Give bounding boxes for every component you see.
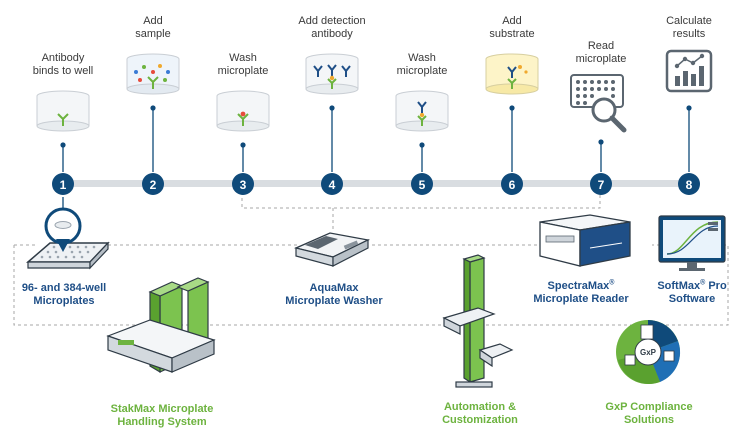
washer-icon	[293, 232, 371, 267]
step-number: 3	[240, 178, 247, 192]
step-number: 4	[329, 178, 336, 192]
step-number: 7	[598, 178, 605, 192]
step-label-line: antibody	[311, 28, 353, 40]
step-1-marker: 1	[52, 173, 74, 195]
step-4-marker: 4	[321, 173, 343, 195]
step-number: 5	[419, 178, 426, 192]
spectramax-reader-icon	[539, 214, 631, 267]
step-label-line: Read	[587, 40, 615, 52]
step-circles: 1 2 3 4 5 6 7 8	[52, 173, 700, 195]
gxp-badge: GxP	[640, 348, 657, 357]
step-label-line: results	[672, 28, 706, 40]
step-number: 2	[150, 178, 157, 192]
step-label-line: Antibody	[41, 52, 85, 64]
automation-arm-icon	[442, 254, 514, 388]
stakmax-label: StakMax Microplate Handling System	[110, 403, 214, 428]
softmax-label: SoftMax® Pro Software	[657, 279, 727, 305]
step-label-line: Wash	[229, 52, 257, 64]
well-step-6	[485, 53, 539, 95]
well-step-5	[395, 90, 449, 132]
step-label-line: microplate	[575, 53, 627, 65]
antibody-icon	[57, 113, 69, 126]
automation-label: Automation & Customization	[442, 401, 518, 426]
step-label-line: Add detection	[298, 15, 366, 27]
step-label-line: Calculate	[666, 15, 712, 27]
step-connectors	[62, 108, 690, 212]
timeline-bar	[62, 180, 690, 187]
step-3-marker: 3	[232, 173, 254, 195]
well-step-2	[126, 53, 180, 95]
step-5-marker: 5	[411, 173, 433, 195]
connector-dots	[60, 105, 692, 148]
step-number: 8	[686, 178, 693, 192]
microplates-label: 96- and 384-well Microplates	[21, 282, 107, 307]
step-label-line: microplate	[217, 65, 269, 77]
step-label-line: Add	[502, 15, 522, 27]
well-step-4	[305, 53, 359, 95]
step-2-marker: 2	[142, 173, 164, 195]
gxp-label: GxP Compliance Solutions	[605, 401, 693, 426]
step-number: 6	[509, 178, 516, 192]
step-label-line: Add	[143, 15, 163, 27]
detection-antibody-icon	[417, 101, 427, 113]
software-monitor-icon	[658, 215, 726, 271]
step-6-marker: 6	[501, 173, 523, 195]
dashed-outline	[13, 192, 729, 326]
stakmax-system-icon	[106, 277, 216, 374]
step-7-marker: 7	[590, 173, 612, 195]
well-step-1	[36, 90, 90, 132]
step-label-line: Wash	[408, 52, 436, 64]
aquamax-label: AquaMax Microplate Washer	[285, 282, 383, 307]
step-label-line: binds to well	[32, 65, 94, 77]
microplate-product	[25, 207, 110, 270]
step-label-line: substrate	[489, 28, 535, 40]
detection-antibody-icon	[313, 64, 351, 77]
step-label-line: sample	[135, 28, 171, 40]
gxp-wheel-icon: GxP	[616, 320, 681, 384]
analytics-chart-icon	[665, 49, 713, 93]
step-label-line: microplate	[396, 65, 448, 77]
antibody-icon	[237, 113, 249, 126]
spectramax-label: SpectraMax® Microplate Reader	[533, 279, 629, 305]
step-number: 1	[60, 178, 67, 192]
step-8-marker: 8	[678, 173, 700, 195]
antibody-icon	[147, 76, 159, 89]
well-step-3	[216, 90, 270, 132]
sample-particles	[134, 64, 170, 82]
microplate-reader-icon	[570, 74, 627, 133]
